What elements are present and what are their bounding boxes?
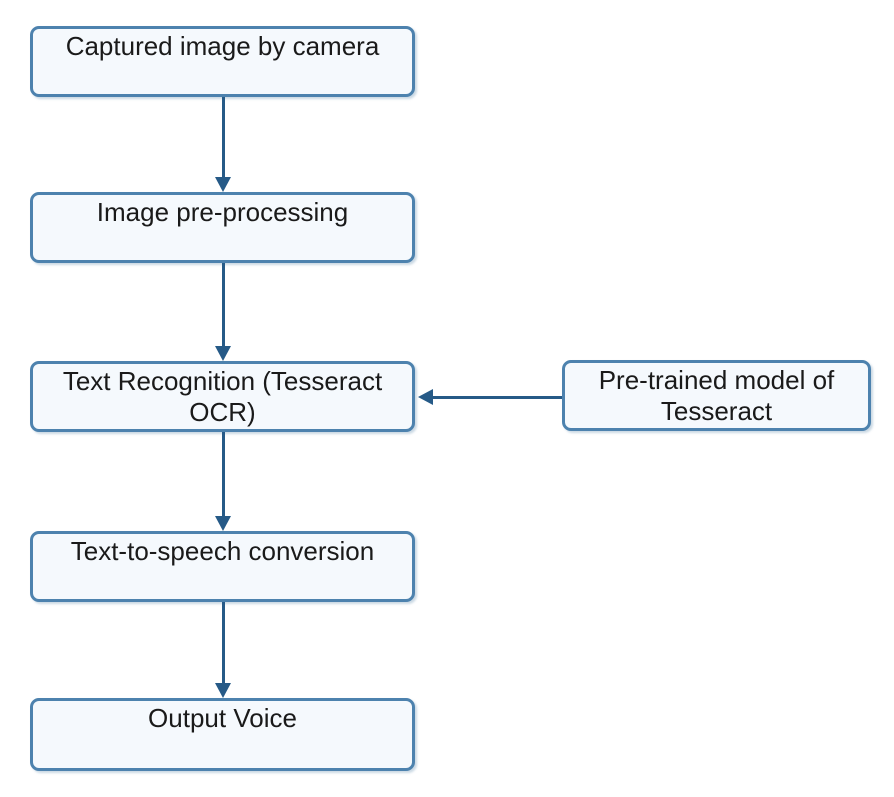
node-text-recognition-label: Text Recognition (Tesseract OCR) <box>62 366 383 427</box>
node-image-pre-processing-label: Image pre-processing <box>96 197 349 227</box>
arrow-pretrained-to-recognition <box>418 389 562 406</box>
node-text-to-speech-label: Text-to-speech conversion <box>70 536 375 566</box>
arrow-line <box>222 432 225 518</box>
node-captured-image: Captured image by camera <box>30 26 415 97</box>
arrowhead-left-icon <box>418 389 433 405</box>
arrow-recognition-to-tts <box>215 432 232 531</box>
arrowhead-down-icon <box>215 683 231 698</box>
arrow-tts-to-output <box>215 602 232 698</box>
arrow-line <box>222 602 225 685</box>
node-text-to-speech: Text-to-speech conversion <box>30 531 415 602</box>
arrow-captured-to-preprocessing <box>215 97 232 192</box>
arrow-line <box>222 97 225 179</box>
arrowhead-down-icon <box>215 516 231 531</box>
arrow-preprocessing-to-recognition <box>215 263 232 361</box>
node-pretrained-model-label: Pre-trained model of Tesseract <box>598 365 835 426</box>
node-output-voice: Output Voice <box>30 698 415 771</box>
node-image-pre-processing: Image pre-processing <box>30 192 415 263</box>
arrowhead-down-icon <box>215 346 231 361</box>
node-captured-image-label: Captured image by camera <box>65 31 380 61</box>
node-output-voice-label: Output Voice <box>148 703 297 733</box>
arrowhead-down-icon <box>215 177 231 192</box>
node-pretrained-model: Pre-trained model of Tesseract <box>562 360 871 431</box>
arrow-line <box>431 396 562 399</box>
arrow-line <box>222 263 225 348</box>
node-text-recognition: Text Recognition (Tesseract OCR) <box>30 361 415 432</box>
